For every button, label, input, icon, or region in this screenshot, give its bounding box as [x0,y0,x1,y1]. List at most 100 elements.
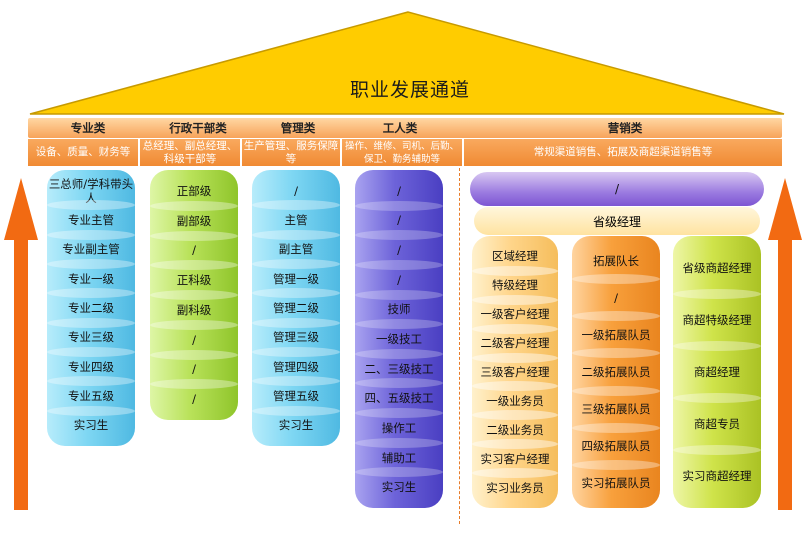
level-cell: 一级拓展队员 [581,327,651,342]
column-band [47,288,135,299]
level-cell: / [294,183,298,198]
column-band [673,341,761,351]
level-cell: 副主管 [278,242,314,257]
column-band [47,376,135,387]
level-cell: 操作工 [381,420,417,435]
column-band [572,459,660,470]
level-cell: 专业主管 [68,212,114,227]
column-band [472,294,558,305]
column-band [252,376,340,387]
level-cell: 商超特级经理 [682,313,752,327]
level-cell: 正科级 [176,273,212,288]
category-management: 管理类 [280,121,316,135]
column-band [472,323,558,334]
column-band [252,259,340,269]
column-band [673,445,761,455]
level-cell: / [397,213,401,228]
level-cell: / [192,362,196,377]
level-cell: 二、三级技工 [364,361,434,376]
page-title: 职业发展通道 [349,79,470,101]
column-band [472,381,558,392]
level-cell: 四级拓展队员 [581,439,651,454]
column-band [472,468,558,479]
category-professional: 专业类 [70,121,106,135]
column-band [355,230,443,241]
level-cell: / [192,392,196,407]
level-cell: 副部级 [176,213,212,228]
roof [29,11,785,115]
beam-left [28,118,470,138]
column-professional: 三总师/学科带头人专业主管专业副主管专业一级专业二级专业三级专业四级专业五级实习… [47,170,135,446]
column-band [150,200,238,211]
column-band [252,288,340,299]
column-band [673,393,761,403]
level-cell: 实习业务员 [486,480,544,495]
level-cell: 特级经理 [492,278,538,293]
beam-right [462,118,782,138]
right-up-arrow [768,178,802,510]
column-band [252,405,340,416]
column-band [472,265,558,276]
level-cell: 专业四级 [68,359,114,374]
level-cell: / [397,272,401,287]
column-band [47,229,135,240]
level-cell: 三级拓展队员 [581,402,651,417]
category-sales: 营销类 [607,121,643,135]
desc-sales: 常规渠道销售、拓展及商超渠道销售等 [464,139,782,166]
column-sales-a: 区域经理特级经理一级客户经理二级客户经理三级客户经理一级业务员二级业务员实习客户… [472,236,558,508]
column-band [47,405,135,416]
level-cell: / [192,332,196,347]
column-band [572,422,660,433]
level-cell: 二级业务员 [486,422,544,437]
level-cell: 管理三级 [273,330,319,345]
column-band [355,437,443,448]
level-cell: 实习生 [278,418,314,433]
column-band [355,467,443,478]
column-band [355,200,443,211]
column-band [150,349,238,360]
column-band [472,352,558,363]
column-band [252,347,340,357]
column-band [572,274,660,285]
column-band [572,385,660,396]
level-cell: 实习生 [73,418,109,433]
level-cell: 专业三级 [68,330,114,345]
level-cell: 商超经理 [694,365,740,379]
level-cell: 实习拓展队员 [581,476,651,491]
column-band [150,379,238,390]
column-band [150,290,238,300]
level-cell: 一级客户经理 [480,307,550,322]
column-band [355,289,443,300]
column-band [252,229,340,240]
level-cell: 实习商超经理 [682,469,752,483]
level-cell: 管理一级 [273,271,319,286]
level-cell: 管理二级 [273,300,319,315]
column-band [47,317,135,328]
level-cell: 专业副主管 [62,242,120,257]
column-band [355,259,443,270]
column-management: /主管副主管管理一级管理二级管理三级管理四级管理五级实习生 [252,170,340,446]
level-cell: 正部级 [176,183,212,198]
level-cell: 管理四级 [273,359,319,374]
column-sales-b: 拓展队长/一级拓展队员二级拓展队员三级拓展队员四级拓展队员实习拓展队员 [572,236,660,508]
level-cell: 主管 [284,212,308,227]
desc-professional: 设备、质量、财务等 [28,139,138,166]
level-cell: / [397,243,401,258]
column-band [355,408,443,419]
level-cell: 一级技工 [376,331,422,346]
level-cell: 专业五级 [68,388,114,403]
column-band [355,348,443,359]
column-band [472,410,558,421]
section-divider [459,168,460,524]
level-cell: 拓展队长 [593,253,639,268]
category-worker: 工人类 [382,121,418,135]
column-band [472,439,558,450]
column-band [47,259,135,269]
level-cell: 三级客户经理 [480,364,550,379]
column-band [572,348,660,359]
category-administrative: 行政干部类 [169,121,227,135]
level-cell: / [614,290,618,305]
level-cell: 专业二级 [68,300,114,315]
column-sales-c: 省级商超经理商超特级经理商超经理商超专员实习商超经理 [673,236,761,508]
column-band [150,319,238,330]
